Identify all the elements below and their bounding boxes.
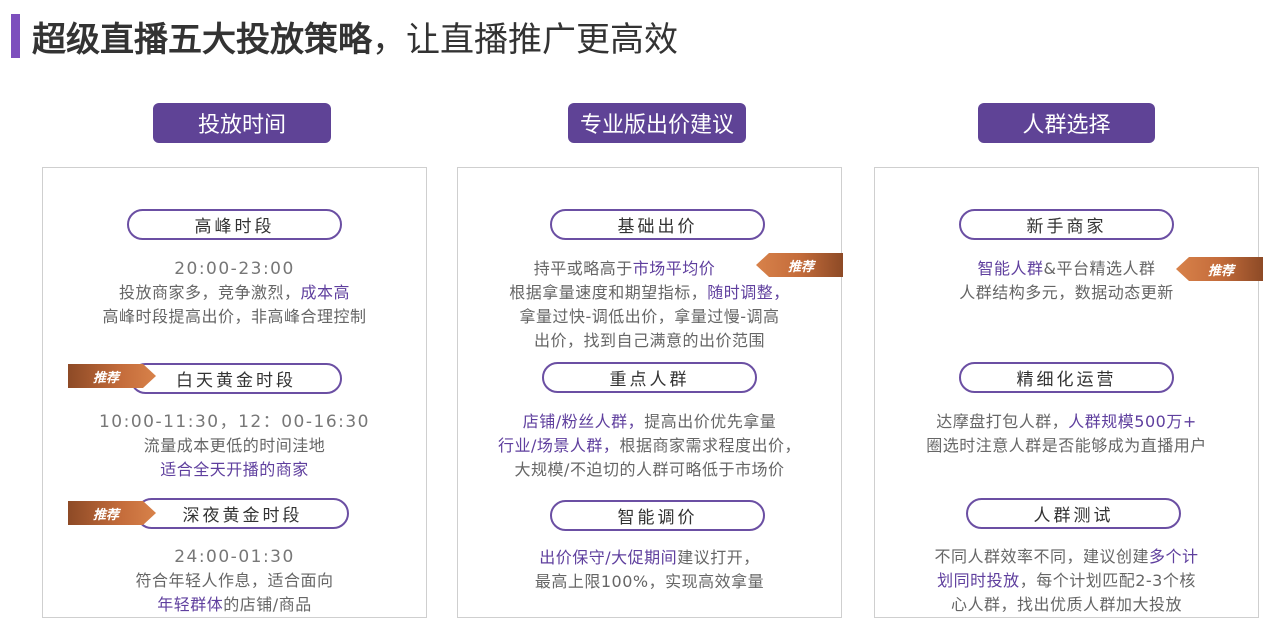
line: 行业/场景人群，根据商家需求程度出价， <box>498 436 801 455</box>
line: 大规模/不迫切的人群可略低于市场价 <box>514 460 785 479</box>
recommended-badge: 推荐 <box>68 364 156 388</box>
pill-fine-operation: 精细化运营 <box>959 362 1174 393</box>
pill-peak-hours: 高峰时段 <box>127 209 342 240</box>
title-accent-bar <box>11 14 20 58</box>
line: 投放商家多，竞争激烈，成本高 <box>118 283 351 302</box>
line: 出价保守/大促期间建议打开， <box>539 548 760 567</box>
column-header-audience: 人群选择 <box>978 103 1155 143</box>
title-text: 超级直播五大投放策略，让直播推广更高效 <box>32 12 678 61</box>
line: 24:00-01:30 <box>174 547 295 567</box>
line: 达摩盘打包人群，人群规模500万+ <box>936 412 1197 431</box>
line: 根据拿量速度和期望指标，随时调整， <box>509 283 790 302</box>
section-smart-bid-text: 出价保守/大促期间建议打开， 最高上限100%，实现高效拿量 <box>457 546 842 594</box>
section-peak-hours-text: 20:00-23:00 投放商家多，竞争激烈，成本高 高峰时段提高出价，非高峰合… <box>42 257 427 329</box>
page-title: 超级直播五大投放策略，让直播推广更高效 <box>11 12 678 60</box>
recommended-badge: 推荐 <box>1176 257 1263 281</box>
section-audience-test-text: 不同人群效率不同，建议创建多个计 划同时投放，每个计划匹配2-3个核 心人群，找… <box>874 545 1259 617</box>
pill-daytime-golden: 白天黄金时段 <box>130 363 342 394</box>
line: 划同时投放，每个计划匹配2-3个核 <box>937 571 1196 590</box>
line: 持平或略高于市场平均价 <box>533 259 716 278</box>
recommended-badge: 推荐 <box>756 253 843 277</box>
pill-base-bid: 基础出价 <box>550 209 765 240</box>
title-light: ，让直播推广更高效 <box>372 19 678 60</box>
line: 心人群，找出优质人群加大投放 <box>950 595 1182 614</box>
line: 流量成本更低的时间洼地 <box>143 436 326 455</box>
pill-smart-bid: 智能调价 <box>550 500 765 531</box>
line: 出价，找到自己满意的出价范围 <box>533 331 765 350</box>
line: 店铺/粉丝人群，提高出价优先拿量 <box>522 412 777 431</box>
recommended-badge: 推荐 <box>68 501 156 525</box>
line: 智能人群&平台精选人群 <box>977 259 1156 278</box>
section-latenight-text: 24:00-01:30 符合年轻人作息，适合面向 年轻群体的店铺/商品 <box>42 545 427 617</box>
line: 拿量过快-调低出价，拿量过慢-调高 <box>519 307 780 326</box>
column-header-timing: 投放时间 <box>153 103 331 143</box>
section-key-audience-text: 店铺/粉丝人群，提高出价优先拿量 行业/场景人群，根据商家需求程度出价， 大规模… <box>457 410 842 482</box>
pill-new-merchant: 新手商家 <box>959 209 1174 240</box>
line: 10:00-11:30，12：00-16:30 <box>98 412 370 432</box>
section-fine-operation-text: 达摩盘打包人群，人群规模500万+ 圈选时注意人群是否能够成为直播用户 <box>874 410 1259 458</box>
section-new-merchant-text: 智能人群&平台精选人群 人群结构多元，数据动态更新 <box>874 257 1259 305</box>
line: 不同人群效率不同，建议创建多个计 <box>934 547 1199 566</box>
line: 高峰时段提高出价，非高峰合理控制 <box>102 307 367 326</box>
line: 圈选时注意人群是否能够成为直播用户 <box>926 436 1207 455</box>
pill-latenight-golden: 深夜黄金时段 <box>136 498 349 529</box>
section-daytime-text: 10:00-11:30，12：00-16:30 流量成本更低的时间洼地 适合全天… <box>42 410 427 482</box>
line: 年轻群体的店铺/商品 <box>157 595 312 614</box>
pill-audience-test: 人群测试 <box>966 498 1181 529</box>
title-bold: 超级直播五大投放策略 <box>32 19 372 60</box>
line: 符合年轻人作息，适合面向 <box>135 571 334 590</box>
line: 最高上限100%，实现高效拿量 <box>534 572 765 591</box>
line: 适合全天开播的商家 <box>160 460 309 479</box>
line: 人群结构多元，数据动态更新 <box>959 283 1174 302</box>
line: 20:00-23:00 <box>174 259 295 279</box>
column-header-bidding: 专业版出价建议 <box>568 103 746 143</box>
section-base-bid-text: 持平或略高于市场平均价 根据拿量速度和期望指标，随时调整， 拿量过快-调低出价，… <box>457 257 842 353</box>
pill-key-audience: 重点人群 <box>542 362 757 393</box>
